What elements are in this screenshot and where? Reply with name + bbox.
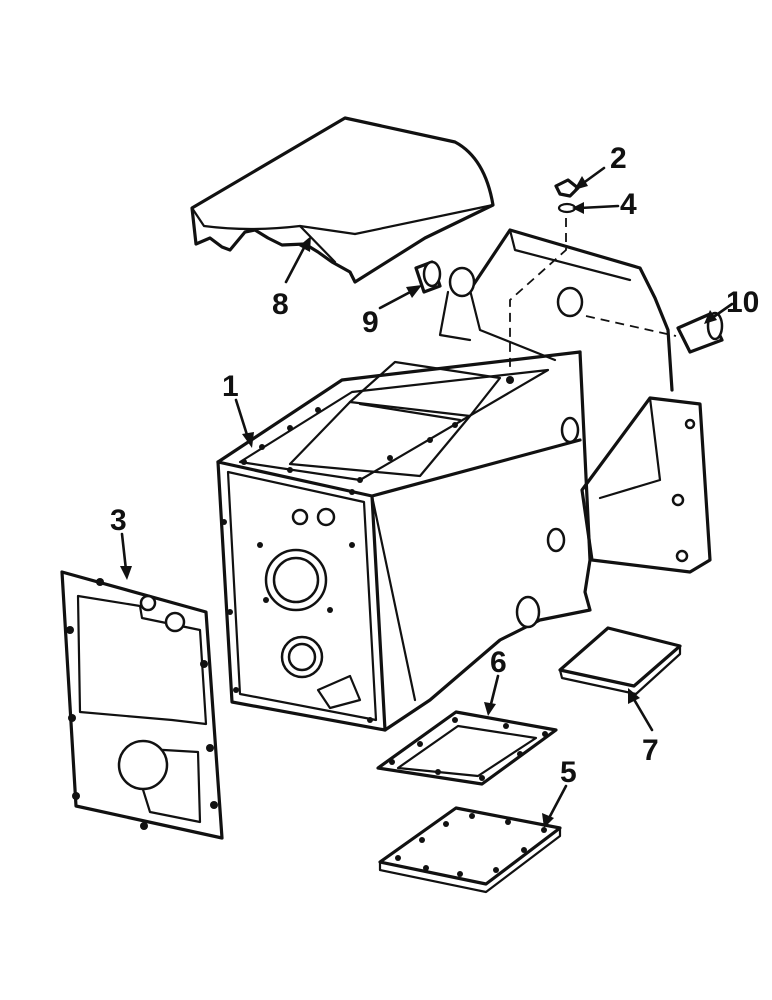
callout-8: 8 (272, 288, 289, 321)
callout-1: 1 (222, 370, 239, 403)
pivot-pin (676, 311, 724, 354)
assembly-lines (509, 218, 677, 372)
bushing (414, 260, 442, 294)
callout-3: 3 (110, 504, 127, 537)
callout-4: 4 (620, 188, 637, 221)
transmission-housing (216, 228, 712, 732)
bottom-cover (378, 806, 562, 894)
leader-lines (120, 166, 734, 828)
callouts: 1 2 3 4 5 6 7 8 9 10 (110, 142, 759, 789)
top-cover (190, 116, 495, 284)
front-gasket (60, 570, 224, 840)
callout-2: 2 (610, 142, 627, 175)
callout-9: 9 (362, 306, 379, 339)
callout-7: 7 (642, 734, 659, 767)
side-cover (558, 626, 682, 696)
callout-5: 5 (560, 756, 577, 789)
callout-6: 6 (490, 646, 507, 679)
bottom-gasket (376, 710, 558, 786)
callout-10: 10 (726, 286, 759, 319)
